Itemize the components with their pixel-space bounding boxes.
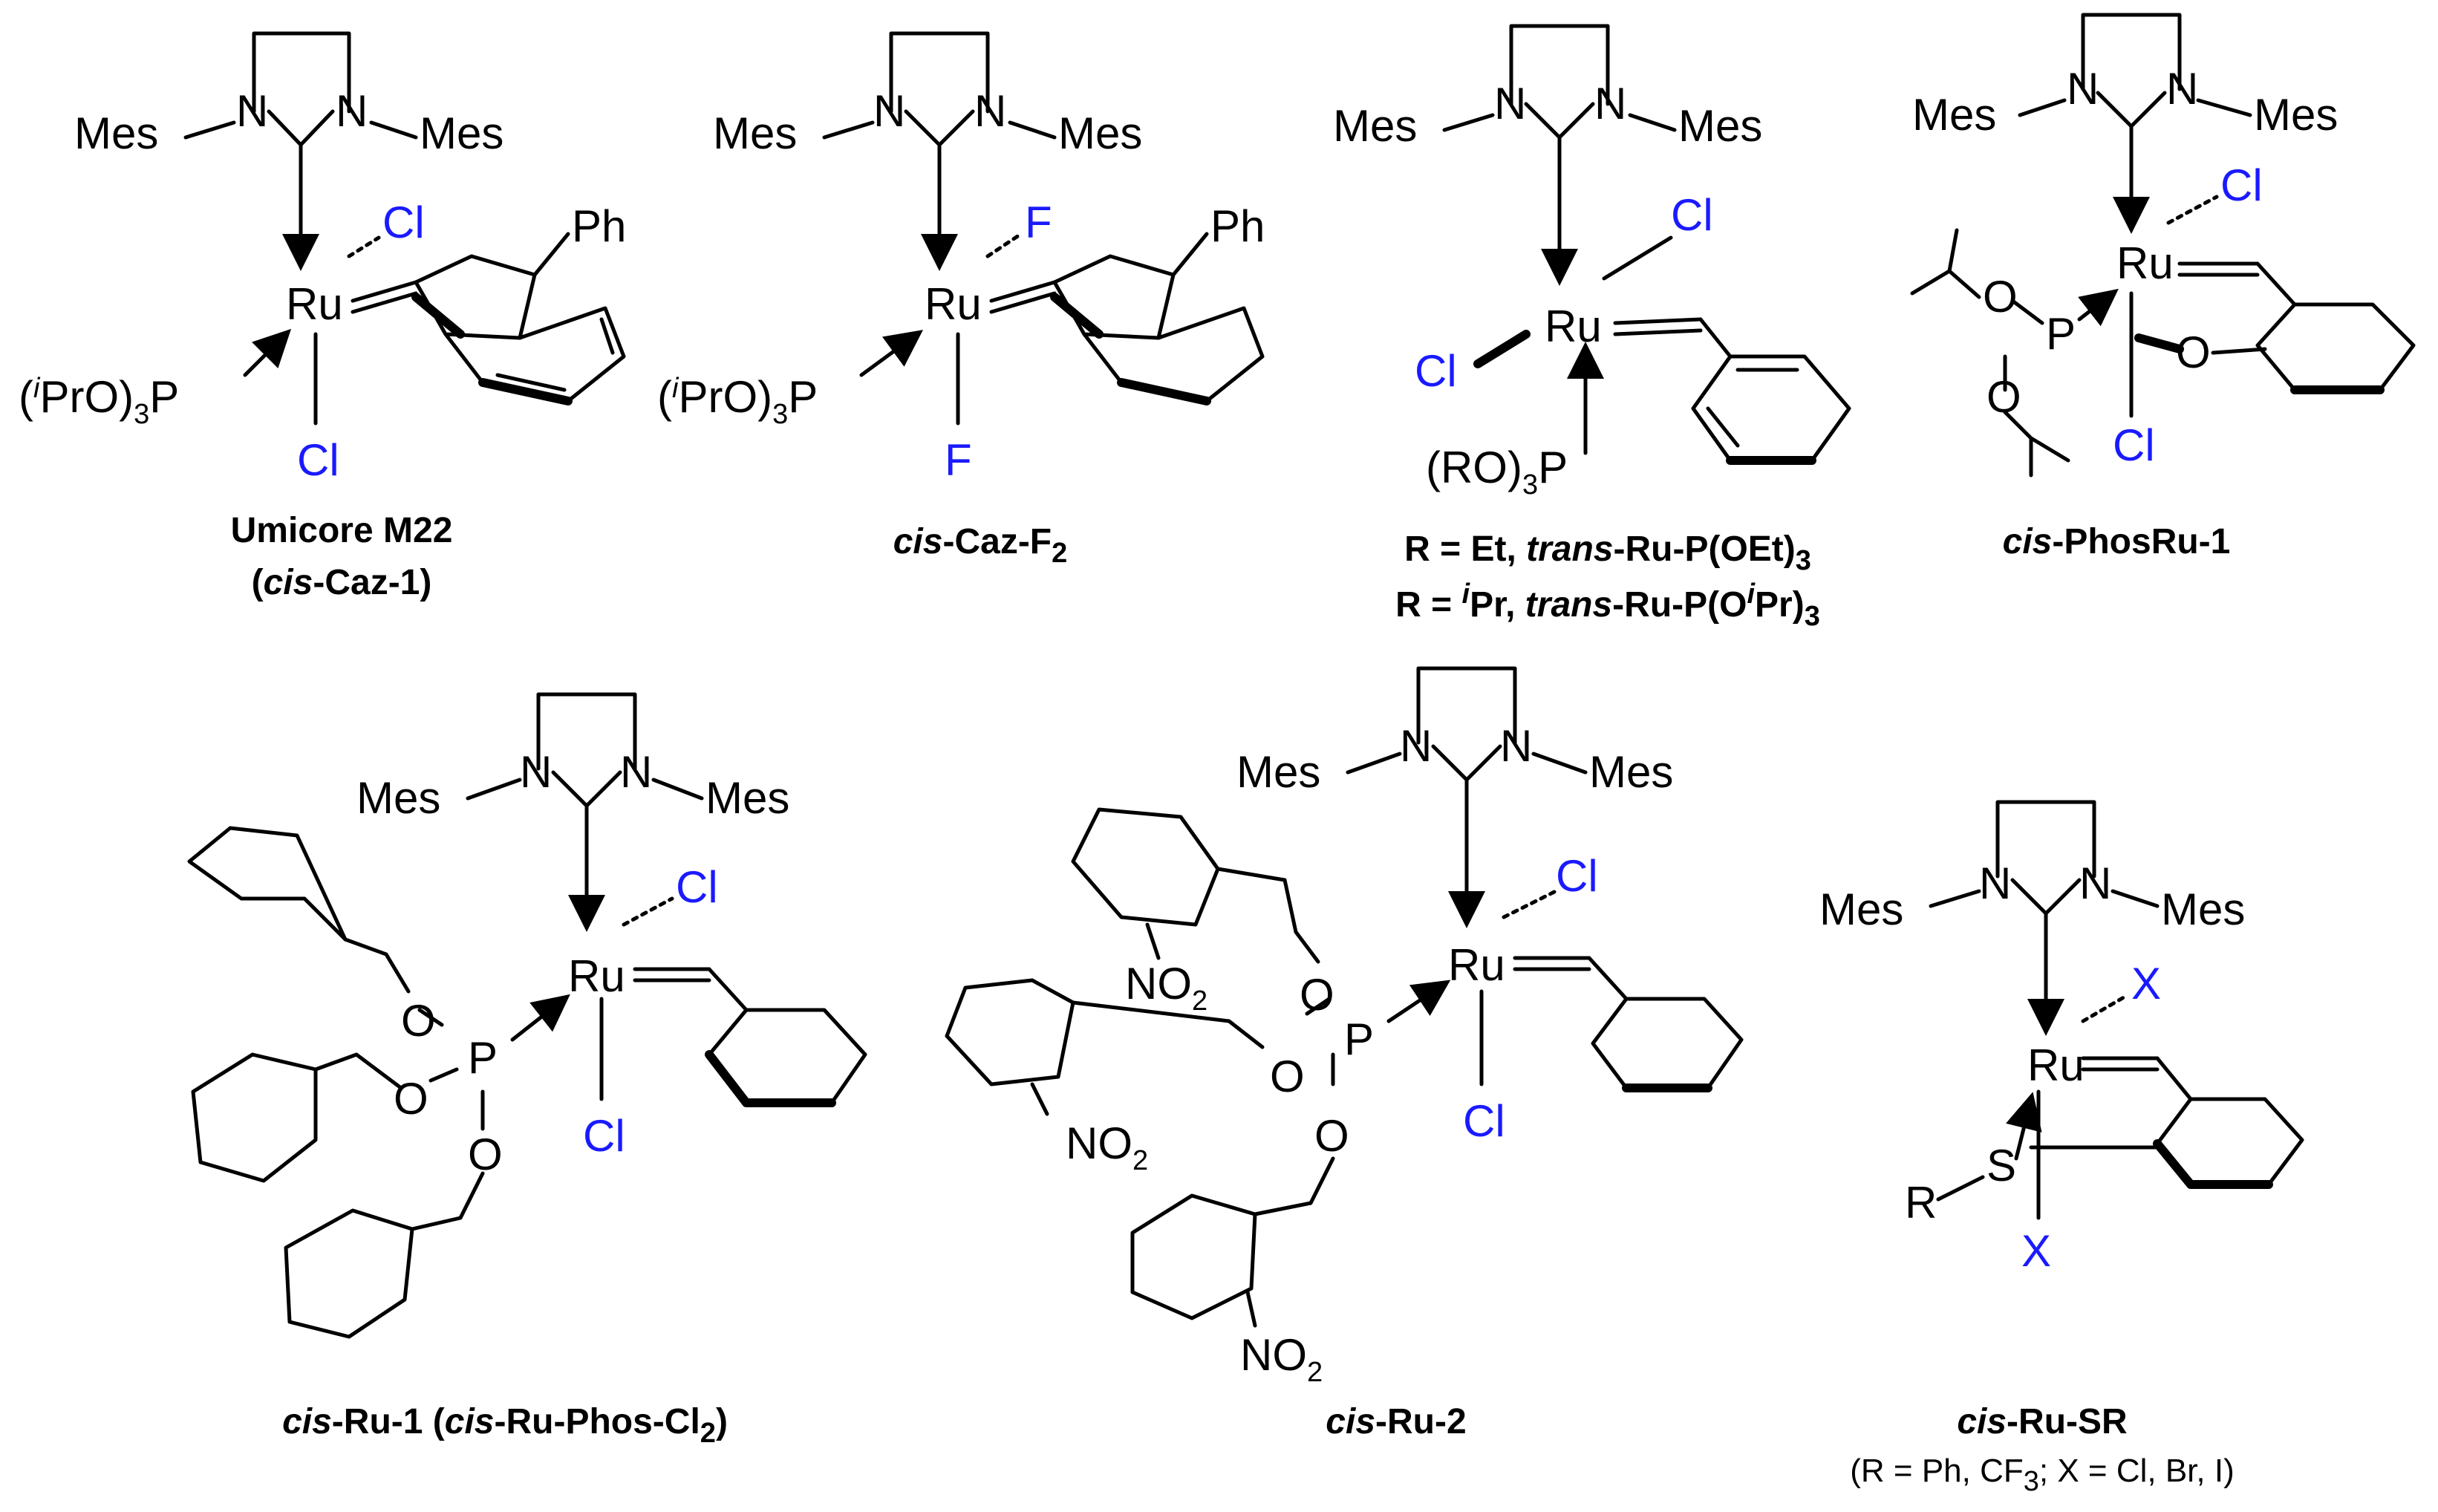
atom-n2: N bbox=[1594, 79, 1626, 128]
atom-n2: N bbox=[620, 747, 652, 797]
ligand-f-top: F bbox=[1025, 198, 1052, 247]
ligand-f-bottom: F bbox=[945, 435, 972, 485]
structure-trans-ru-p-or3: N N Mes Mes Ru Cl Cl (RO)3P R = Et, tran… bbox=[1333, 24, 1851, 632]
atom-n1: N bbox=[2067, 64, 2099, 114]
atom-n1: N bbox=[520, 747, 552, 797]
atom-ru: Ru bbox=[2027, 1040, 2085, 1090]
atom-ru: Ru bbox=[925, 279, 982, 329]
ligand-cl-left: Cl bbox=[1415, 346, 1457, 396]
ligand-cl-bottom: Cl bbox=[297, 435, 339, 485]
atom-ru: Ru bbox=[568, 951, 625, 1001]
ligand-cl-top: Cl bbox=[1671, 190, 1713, 240]
caption-cis-ru-1: cis-Ru-1 (cis-Ru-Phos-Cl2) bbox=[282, 1402, 728, 1449]
group-no2-bottom: NO2 bbox=[1240, 1330, 1323, 1388]
structure-cis-ru-sr: N N Mes Mes Ru X X S R cis-Ru-SR (R = Ph… bbox=[1819, 800, 2304, 1497]
atom-p: P bbox=[1344, 1014, 1374, 1064]
label-mes-left: Mes bbox=[1236, 747, 1320, 797]
label-mes-right: Mes bbox=[1589, 747, 1673, 797]
label-mes-right: Mes bbox=[1678, 101, 1762, 151]
caption-m22-alt: (cis-Caz-1) bbox=[252, 563, 432, 602]
atom-ru: Ru bbox=[2116, 238, 2174, 288]
atom-n1: N bbox=[236, 86, 268, 136]
structure-cis-caz-f2: N N Mes Mes Ru F F Ph (iPrO)3P cis-Caz-F… bbox=[657, 31, 1265, 569]
atom-o2: O bbox=[394, 1074, 428, 1124]
atom-o1: O bbox=[1983, 272, 2018, 322]
atom-n1: N bbox=[873, 86, 905, 136]
atom-o3: O bbox=[2176, 328, 2211, 377]
ligand-cl-bottom: Cl bbox=[1463, 1096, 1505, 1146]
atom-o3: O bbox=[1314, 1111, 1349, 1161]
atom-n1: N bbox=[1494, 79, 1526, 128]
label-mes-right: Mes bbox=[420, 108, 503, 158]
caption-m22: Umicore M22 bbox=[231, 511, 453, 550]
atom-p: P bbox=[468, 1033, 498, 1083]
group-r: R bbox=[1905, 1178, 1937, 1228]
label-mes-left: Mes bbox=[74, 108, 158, 158]
atom-n2: N bbox=[1500, 721, 1532, 771]
ligand-cl-bottom: Cl bbox=[2113, 420, 2155, 470]
atom-o2: O bbox=[1986, 372, 2021, 422]
group-no2-top: NO2 bbox=[1125, 959, 1207, 1017]
caption-cis-phosru-1: cis-PhosRu-1 bbox=[2003, 522, 2231, 561]
label-mes-left: Mes bbox=[1819, 884, 1903, 934]
group-no2-mid: NO2 bbox=[1066, 1118, 1148, 1176]
structure-cis-ru-2: N N Mes Mes Ru Cl Cl P O O O NO2 NO2 NO2… bbox=[945, 666, 1744, 1441]
label-mes-left: Mes bbox=[1333, 101, 1417, 151]
ligand-cl-bottom: Cl bbox=[583, 1111, 625, 1161]
caption-trans-et: R = Et, trans-Ru-P(OEt)3 bbox=[1404, 529, 1811, 576]
label-mes-right: Mes bbox=[1058, 108, 1142, 158]
structure-umicore-m22: N N Mes Mes Ru Cl Cl Ph (iPrO)3P Umicore… bbox=[19, 31, 626, 602]
ligand-phosphite: (iPrO)3P bbox=[19, 372, 179, 430]
atom-n1: N bbox=[1400, 721, 1432, 771]
ligand-x-bottom: X bbox=[2021, 1226, 2051, 1276]
ligand-cl-top: Cl bbox=[2220, 160, 2263, 210]
label-mes-left: Mes bbox=[1912, 90, 1996, 140]
atom-o2: O bbox=[1270, 1052, 1305, 1101]
ligand-phosphite: (iPrO)3P bbox=[657, 372, 818, 430]
ligand-cl-top: Cl bbox=[676, 862, 718, 912]
structure-cis-phosru-1: N N Mes Mes Ru Cl Cl P O O O cis-PhosRu-… bbox=[1910, 13, 2416, 561]
caption-cis-ru-sr-note: (R = Ph, CF3; X = Cl, Br, I) bbox=[1850, 1453, 2234, 1497]
atom-o1: O bbox=[1300, 970, 1334, 1020]
caption-cis-ru-2: cis-Ru-2 bbox=[1326, 1402, 1466, 1441]
atom-n2: N bbox=[2166, 64, 2198, 114]
label-mes-right: Mes bbox=[2161, 884, 2245, 934]
atom-n2: N bbox=[336, 86, 368, 136]
caption-trans-ipr: R = iPr, trans-Ru-P(OiPr)3 bbox=[1395, 579, 1820, 632]
caption-cis-caz-f2: cis-Caz-F2 bbox=[893, 522, 1068, 569]
atom-ru: Ru bbox=[286, 279, 343, 329]
atom-n1: N bbox=[1979, 858, 2011, 908]
atom-o3: O bbox=[468, 1130, 503, 1179]
atom-p: P bbox=[2046, 309, 2076, 359]
ligand-x-top: X bbox=[2131, 959, 2161, 1008]
atom-ru: Ru bbox=[1448, 940, 1505, 990]
group-ph: Ph bbox=[572, 201, 626, 251]
atom-n2: N bbox=[2079, 858, 2111, 908]
atom-s: S bbox=[1986, 1141, 2016, 1190]
group-ph: Ph bbox=[1210, 201, 1265, 251]
atom-n2: N bbox=[974, 86, 1006, 136]
label-mes-right: Mes bbox=[705, 773, 789, 823]
ligand-cl-top: Cl bbox=[1556, 851, 1598, 901]
label-mes-left: Mes bbox=[356, 773, 440, 823]
ligand-cl-top: Cl bbox=[382, 198, 425, 247]
structure-cis-ru-1: N N Mes Mes Ru Cl Cl P O O O cis-Ru-1 (c… bbox=[187, 692, 867, 1449]
label-mes-right: Mes bbox=[2254, 90, 2338, 140]
label-mes-left: Mes bbox=[713, 108, 797, 158]
atom-o1: O bbox=[401, 996, 436, 1046]
caption-cis-ru-sr: cis-Ru-SR bbox=[1957, 1402, 2127, 1441]
ligand-ro3p: (RO)3P bbox=[1426, 443, 1568, 501]
atom-ru: Ru bbox=[1545, 302, 1602, 351]
